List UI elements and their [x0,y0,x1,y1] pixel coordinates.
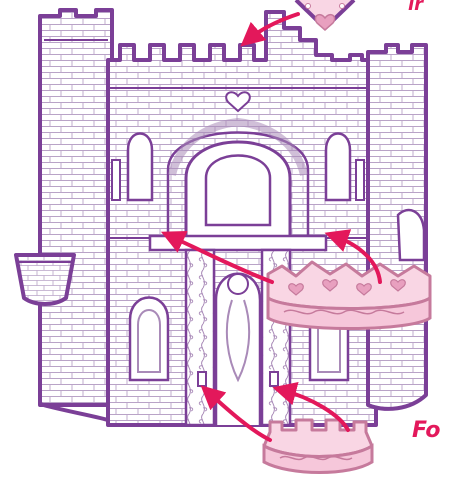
left-tower [40,10,112,405]
callout-text-top: ır [408,0,423,15]
callout-text-bottom: Fo [412,418,440,443]
small-turret-piece [264,420,372,473]
heart-necklace-piece [296,0,354,30]
crown-balcony-piece [268,262,430,329]
left-balcony [16,255,74,304]
right-tower [368,45,426,409]
